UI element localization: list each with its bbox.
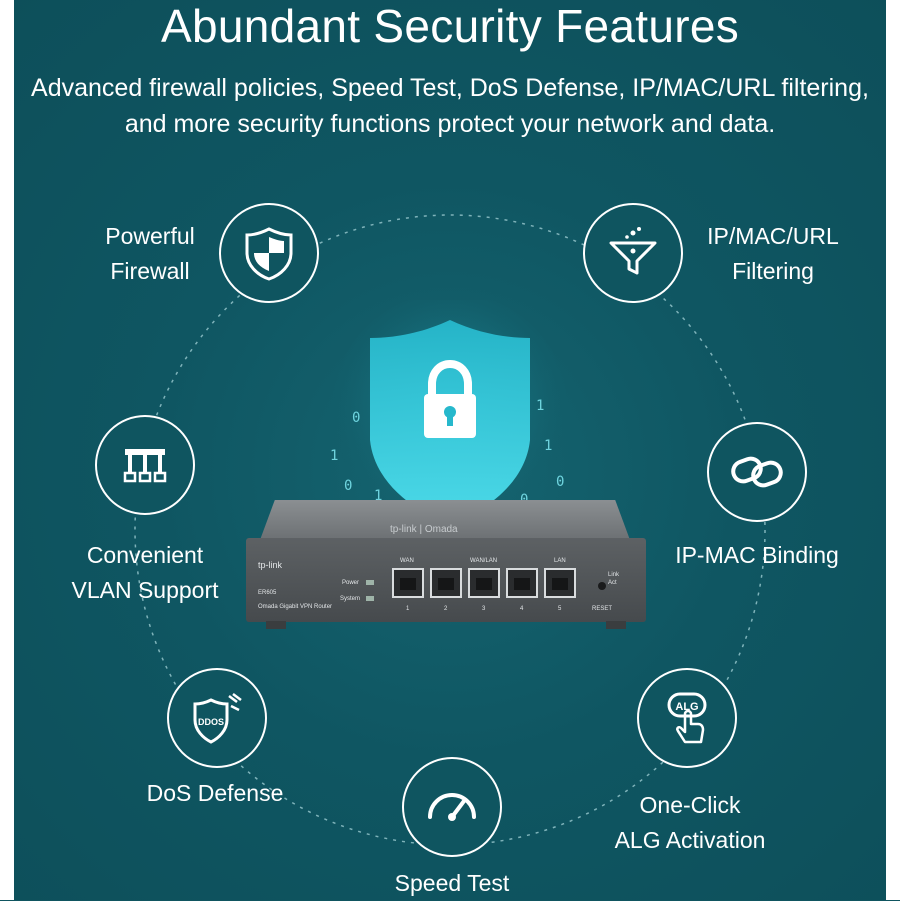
port-number-1: 1 <box>406 606 410 612</box>
port-number-5: 5 <box>558 606 562 612</box>
feature-label-vlan: Convenient VLAN Support <box>71 542 219 603</box>
led-system <box>366 596 374 601</box>
router-top-panel: tp-link | Omada <box>260 500 630 540</box>
svg-text:0: 0 <box>352 410 360 426</box>
reset-label: RESET <box>592 606 613 612</box>
svg-text:0: 0 <box>556 474 564 490</box>
led-system-label: System <box>340 596 361 602</box>
feature-icon-speed <box>402 757 502 857</box>
ethernet-port-4 <box>506 568 538 598</box>
shield-icon <box>245 227 293 281</box>
led-power <box>366 580 374 585</box>
right-border <box>886 0 900 900</box>
svg-text:1: 1 <box>330 448 338 464</box>
ethernet-port-2 <box>430 568 462 598</box>
page-title: Abundant Security Features <box>160 0 739 52</box>
feature-label-firewall: Powerful Firewall <box>105 223 195 284</box>
feature-icon-binding <box>707 422 807 522</box>
feature-label-binding: IP-MAC Binding <box>675 542 839 568</box>
svg-text:1: 1 <box>544 438 552 454</box>
router-top-brand: tp-link | Omada <box>390 524 458 535</box>
feature-label-filtering: IP/MAC/URL Filtering <box>707 223 839 284</box>
router-brand: tp-link <box>258 560 283 570</box>
feature-icon-firewall <box>219 203 319 303</box>
svg-text:1: 1 <box>536 398 544 414</box>
filter-funnel-icon <box>609 227 657 275</box>
padlock-icon <box>424 359 476 438</box>
router-model: ER605 <box>258 590 277 596</box>
reset-button <box>598 582 606 590</box>
router-foot-right <box>606 621 626 629</box>
feature-label-speed: Speed Test <box>394 870 510 896</box>
feature-icon-alg: ALG <box>637 668 737 768</box>
ethernet-port-5 <box>544 568 576 598</box>
subtitle-line-2: and more security functions protect your… <box>124 110 776 138</box>
feature-icon-vlan <box>95 415 195 515</box>
svg-text:DDOS: DDOS <box>198 717 224 727</box>
port-number-2: 2 <box>444 606 448 612</box>
ddos-shield-icon: DDOS <box>193 693 242 744</box>
router-description: Omada Gigabit VPN Router <box>258 604 333 610</box>
vlan-network-icon <box>123 449 167 483</box>
svg-text:ALG: ALG <box>675 701 698 713</box>
left-border <box>0 0 14 900</box>
center-shield: 100 101 10 <box>330 300 568 528</box>
svg-text:1: 1 <box>374 488 382 504</box>
feature-label-alg: One-Click ALG Activation <box>614 792 766 853</box>
chain-link-icon <box>731 456 783 488</box>
port-group-wanlan: WAN/LAN <box>470 558 498 564</box>
svg-text:0: 0 <box>344 478 352 494</box>
feature-icon-filtering <box>583 203 683 303</box>
port-number-4: 4 <box>520 606 524 612</box>
led-link-label: Link <box>608 572 620 578</box>
router-device: tp-link | Omada tp-link ER605 Omada Giga… <box>246 500 646 636</box>
port-group-lan: LAN <box>554 558 566 564</box>
feature-label-dos: DoS Defense <box>146 780 284 806</box>
alg-touch-icon: ALG <box>667 692 707 744</box>
led-act-label: Act <box>608 580 617 586</box>
subtitle-line-1: Advanced firewall policies, Speed Test, … <box>31 74 869 102</box>
port-number-3: 3 <box>482 606 486 612</box>
router-front-panel: tp-link ER605 Omada Gigabit VPN Router P… <box>246 538 646 622</box>
ethernet-port-1 <box>392 568 424 598</box>
led-power-label: Power <box>342 580 360 586</box>
ethernet-port-3 <box>468 568 500 598</box>
feature-icon-dos: DDOS <box>167 668 267 768</box>
port-group-wan: WAN <box>400 558 414 564</box>
speedometer-icon <box>428 793 476 821</box>
router-foot-left <box>266 621 286 629</box>
